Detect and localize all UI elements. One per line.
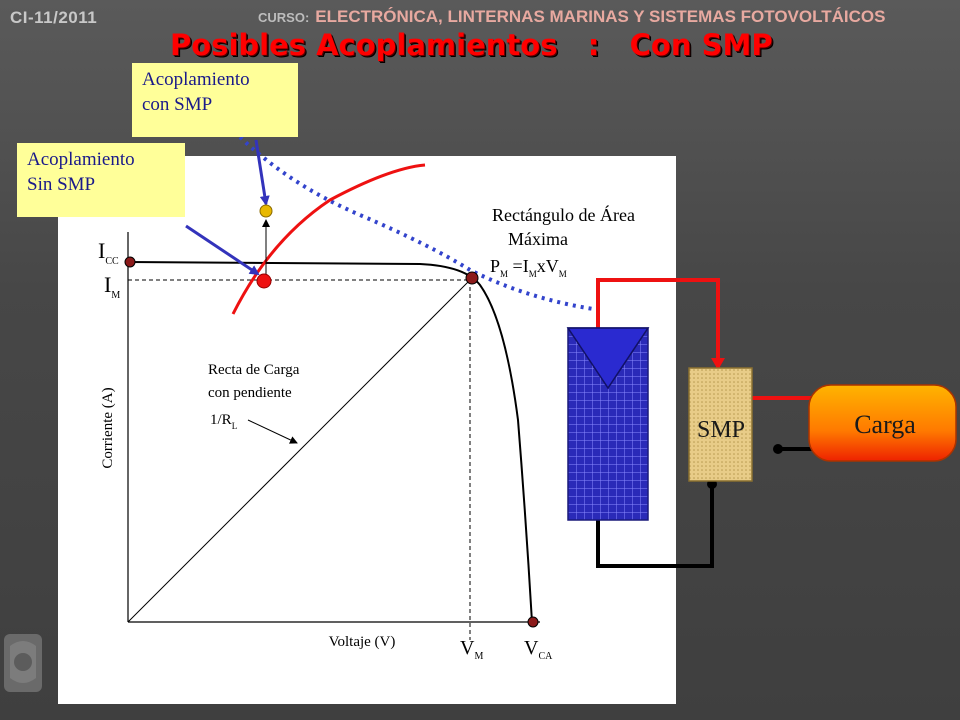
smp-out-neg-terminal [773,444,783,454]
con-smp-point [259,204,273,218]
im-label: IM [104,272,120,301]
course-header: CURSO: ELECTRÓNICA, LINTERNAS MARINAS Y S… [258,7,885,27]
callout-sin-pointer [185,224,260,276]
y-axis-label: Corriente (A) [100,387,116,468]
icc-point [124,256,136,268]
callout-smp-pointer [254,139,270,206]
callout-without-smp: Acoplamiento Sin SMP [17,143,185,217]
university-logo [4,634,42,692]
smp-red-curve [231,163,426,315]
slide-title: Posibles Acoplamientos : Con SMP [170,28,773,62]
vca-point [527,616,539,628]
smp-box [688,367,753,482]
course-label: CURSO: [258,10,310,25]
load-line-label-line1: Recta de Carga [208,362,300,378]
callout-without-smp-line2: Sin SMP [27,174,96,195]
iv-curve [127,261,533,623]
wire-panel-bottom-black [596,484,714,568]
rect-label-line1: Rectángulo de Área [492,204,635,225]
sin-smp-point [256,273,272,289]
callout-with-smp-line1: Acoplamiento [142,69,250,90]
callout-with-smp: Acoplamiento con SMP [132,63,298,137]
vca-label: VCA [524,637,553,662]
load-label: Carga [854,410,916,439]
pm-formula: PM =IMxVM [490,256,567,279]
load-box [808,384,957,462]
icc-label: ICC [98,238,119,267]
wire-panel-top-red [596,278,720,368]
callout-without-smp-line1: Acoplamiento [27,149,135,170]
wire-arrow-into-smp [711,358,725,370]
course-name: ELECTRÓNICA, LINTERNAS MARINAS Y SISTEMA… [315,7,886,26]
load-line [127,277,473,623]
max-power-point [465,271,479,285]
solar-panel-cap [566,327,650,390]
slope-label: 1/RL [210,412,237,431]
load-line-label-line2: con pendiente [208,385,292,401]
smp-label: SMP [697,417,745,443]
callout-with-smp-line2: con SMP [142,94,213,115]
course-code: CI-11/2011 [10,8,98,27]
x-axis-label: Voltaje (V) [329,634,396,650]
vm-label: VM [460,637,483,662]
max-power-curve [238,135,601,312]
rect-label-line2: Máxima [508,229,568,249]
load-line-label-pointer [247,419,298,444]
